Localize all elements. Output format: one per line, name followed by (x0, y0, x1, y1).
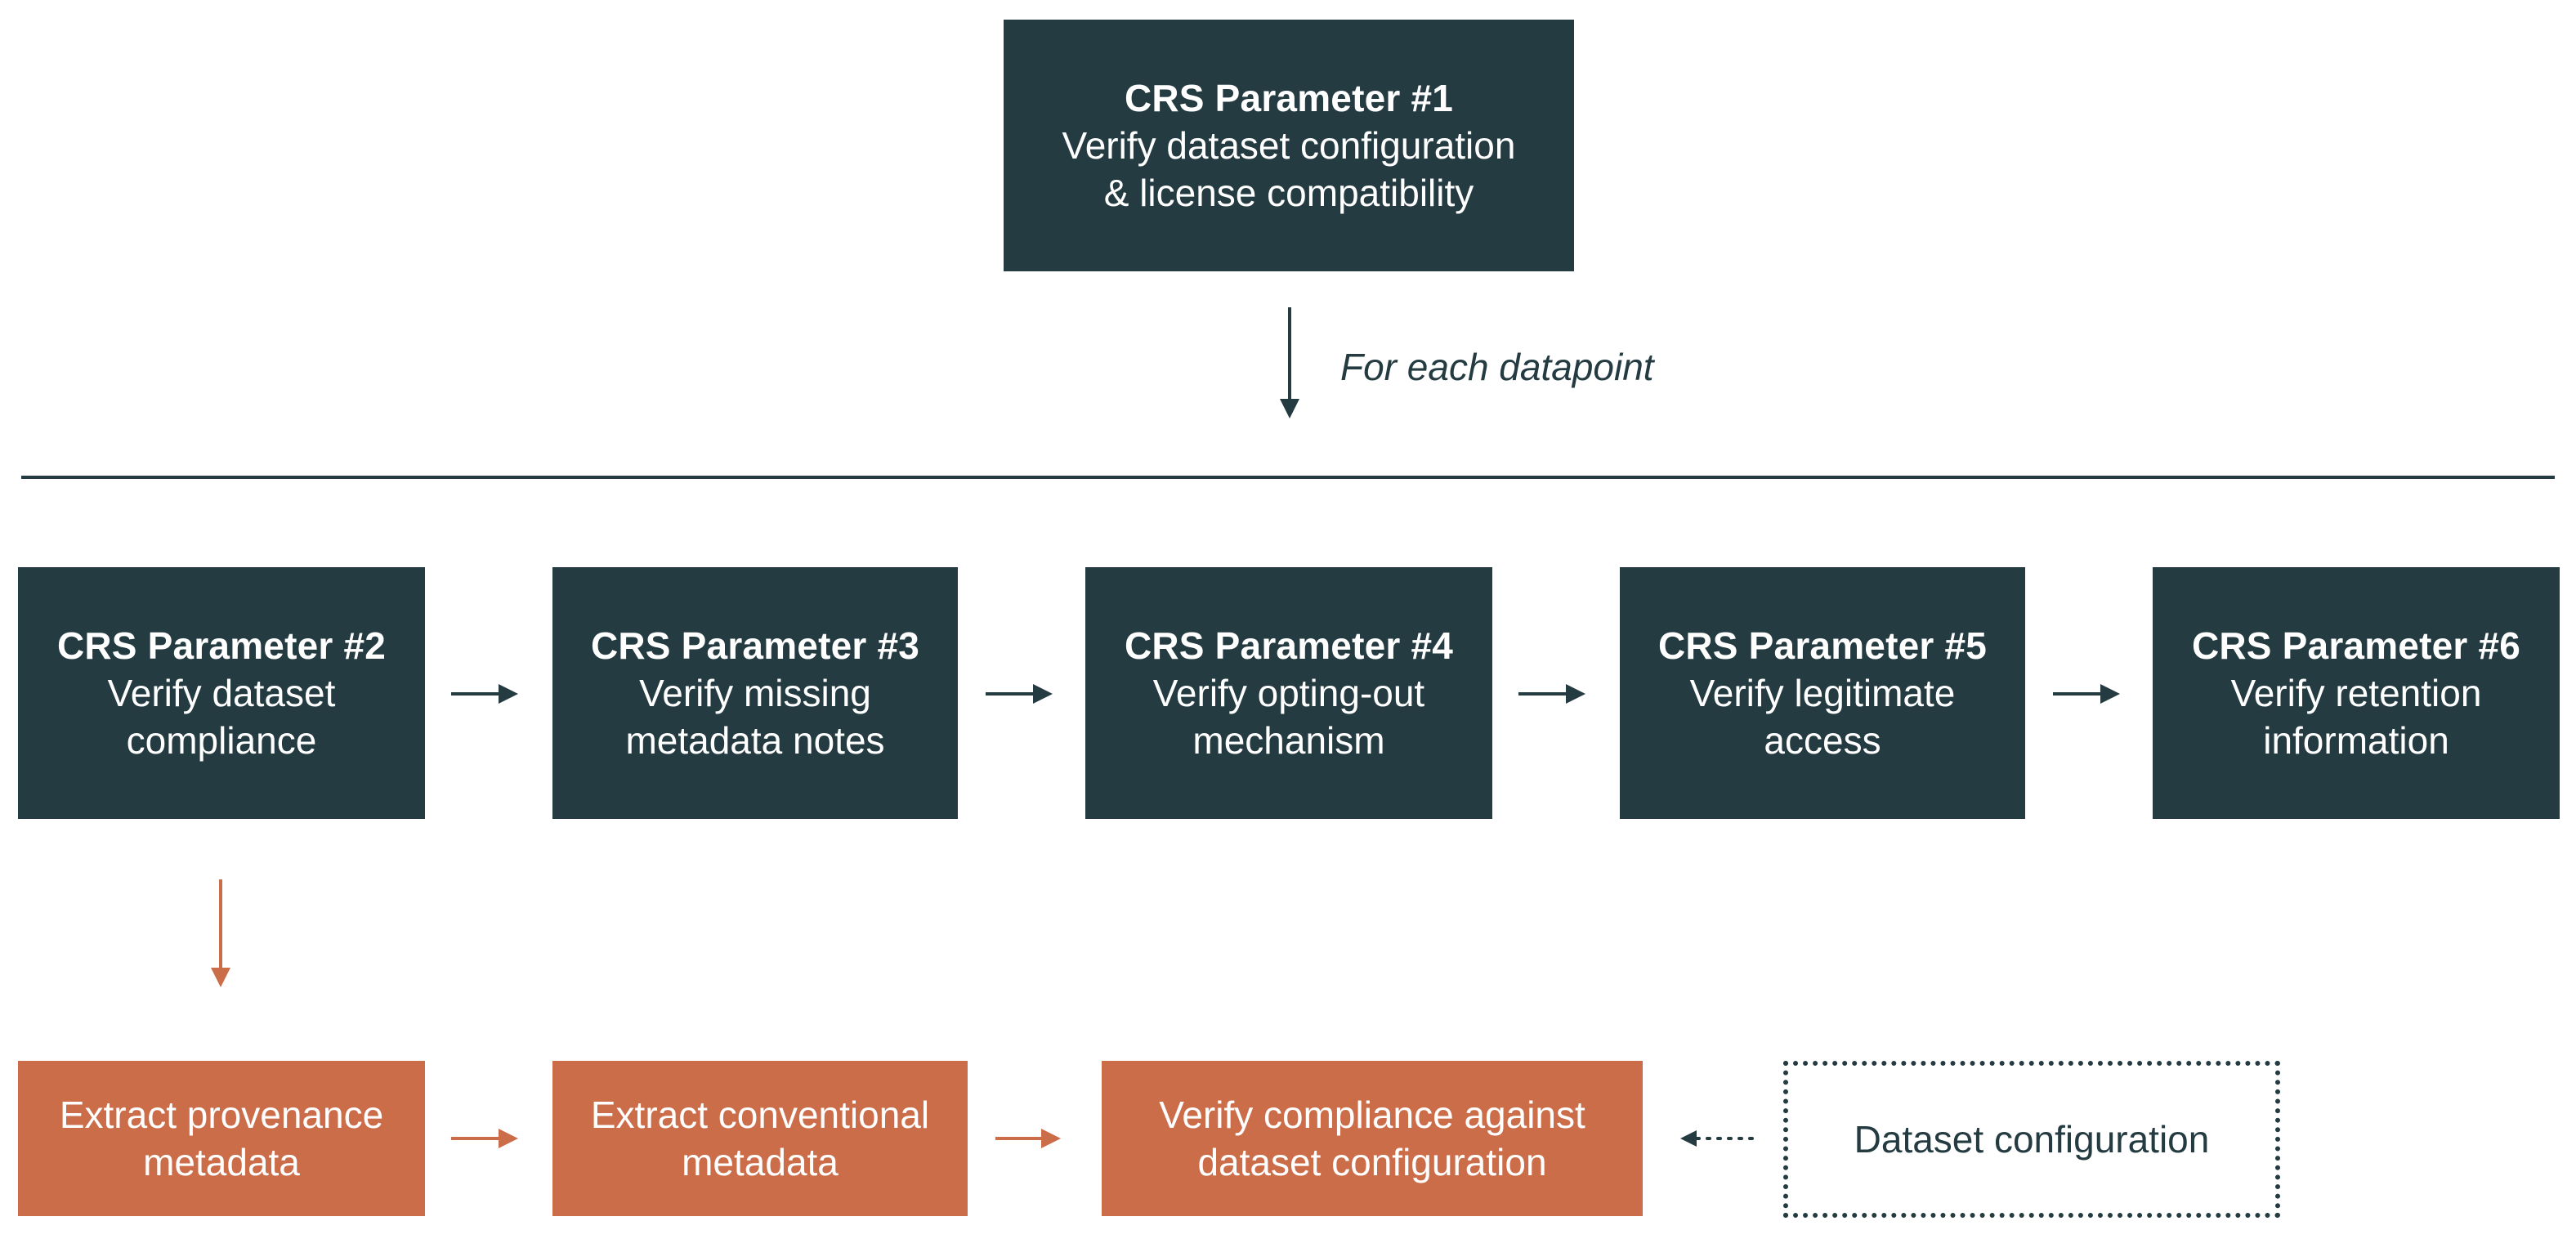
crs-parameter-6-line-2: information (2263, 719, 2449, 762)
crs-parameter-2-title: CRS Parameter #2 (56, 624, 387, 667)
crs-parameter-1-box: CRS Parameter #1 Verify dataset configur… (1004, 20, 1574, 271)
crs-parameter-5-title: CRS Parameter #5 (1657, 624, 1988, 667)
crs-parameter-3-box: CRS Parameter #3 Verify missing metadata… (552, 567, 958, 819)
crs-parameter-3-line-1: Verify missing (639, 672, 871, 714)
verify-compliance-box: Verify compliance against dataset config… (1102, 1061, 1643, 1216)
dataset-configuration-box: Dataset configuration (1783, 1061, 2280, 1218)
loop-label: For each datapoint (1340, 346, 1654, 388)
crs-parameter-2-line-1: Verify dataset (107, 672, 336, 714)
crs-parameter-6-box: CRS Parameter #6 Verify retention inform… (2153, 567, 2560, 819)
crs-parameter-4-title: CRS Parameter #4 (1124, 624, 1454, 667)
crs-parameter-2-box: CRS Parameter #2 Verify dataset complian… (18, 567, 425, 819)
extract-conventional-box: Extract conventional metadata (552, 1061, 968, 1216)
crs-parameter-6-line-1: Verify retention (2230, 672, 2482, 714)
crs-parameter-4-line-1: Verify opting-out (1152, 672, 1425, 714)
extract-provenance-line-2: metadata (143, 1141, 300, 1183)
dataset-configuration-label: Dataset configuration (1854, 1118, 2210, 1161)
extract-provenance-box: Extract provenance metadata (18, 1061, 425, 1216)
crs-parameter-3-title: CRS Parameter #3 (590, 624, 920, 667)
crs-parameter-3-line-2: metadata notes (625, 719, 885, 762)
crs-parameter-4-box: CRS Parameter #4 Verify opting-out mecha… (1085, 567, 1492, 819)
crs-parameter-1-title: CRS Parameter #1 (1124, 77, 1454, 119)
crs-parameter-2-line-2: compliance (126, 719, 317, 762)
extract-conventional-line-2: metadata (682, 1141, 839, 1183)
crs-parameter-5-line-2: access (1764, 719, 1881, 762)
crs-parameter-1-line-1: Verify dataset configuration (1062, 124, 1516, 167)
crs-parameter-1-line-2: & license compatibility (1103, 172, 1474, 214)
crs-parameter-5-line-1: Verify legitimate (1689, 672, 1956, 714)
crs-parameter-5-box: CRS Parameter #5 Verify legitimate acces… (1620, 567, 2025, 819)
verify-compliance-line-1: Verify compliance against (1159, 1094, 1585, 1136)
extract-conventional-line-1: Extract conventional (590, 1094, 930, 1136)
crs-parameter-4-line-2: mechanism (1192, 719, 1385, 762)
config-arrow-head (1680, 1130, 1697, 1147)
crs-parameter-6-title: CRS Parameter #6 (2191, 624, 2521, 667)
extract-provenance-line-1: Extract provenance (59, 1094, 384, 1136)
verify-compliance-line-2: dataset configuration (1197, 1141, 1547, 1183)
